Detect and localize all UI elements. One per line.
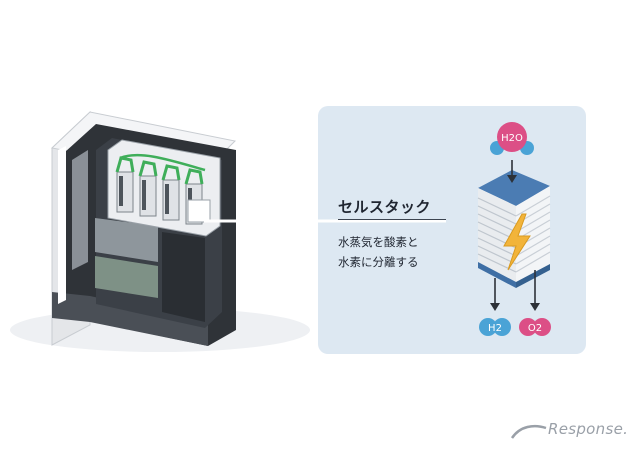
unit-panel-left [72,150,88,270]
unit-module-green [95,256,158,298]
water-molecule-label: H2O [501,133,523,144]
arrow-down-icon [530,270,540,311]
electrolysis-unit-illustration [10,110,310,352]
green-cable [119,153,206,172]
oxygen-label: O2 [528,323,542,334]
callout-description: 水蒸気を酸素と 水素に分離する [338,232,419,272]
oxygen-molecule-icon [519,318,551,336]
stack-module [115,156,135,213]
stack-module [161,164,181,221]
watermark-logo: Response. [548,420,629,438]
hydrogen-molecule-icon [479,318,511,336]
cell-stack-icon [477,170,551,288]
lightning-icon [503,213,531,271]
title-underline [338,219,446,220]
arrow-down-icon [490,278,500,311]
description-line: 水蒸気を酸素と [338,235,419,249]
arrow-down-icon [507,160,517,183]
stack-module [138,160,158,217]
callout-panel [318,106,586,354]
watermark-swoosh-icon [510,424,547,439]
hydrogen-label: H2 [488,323,502,334]
unit-bezel [58,146,66,304]
callout-title: セルスタック [338,198,432,216]
unit-module-gray [95,218,158,262]
water-molecule-icon [490,122,534,155]
description-line: 水素に分離する [338,255,419,269]
unit-base [52,292,208,346]
unit-module-dark [162,232,205,322]
highlighted-cell [187,199,211,223]
